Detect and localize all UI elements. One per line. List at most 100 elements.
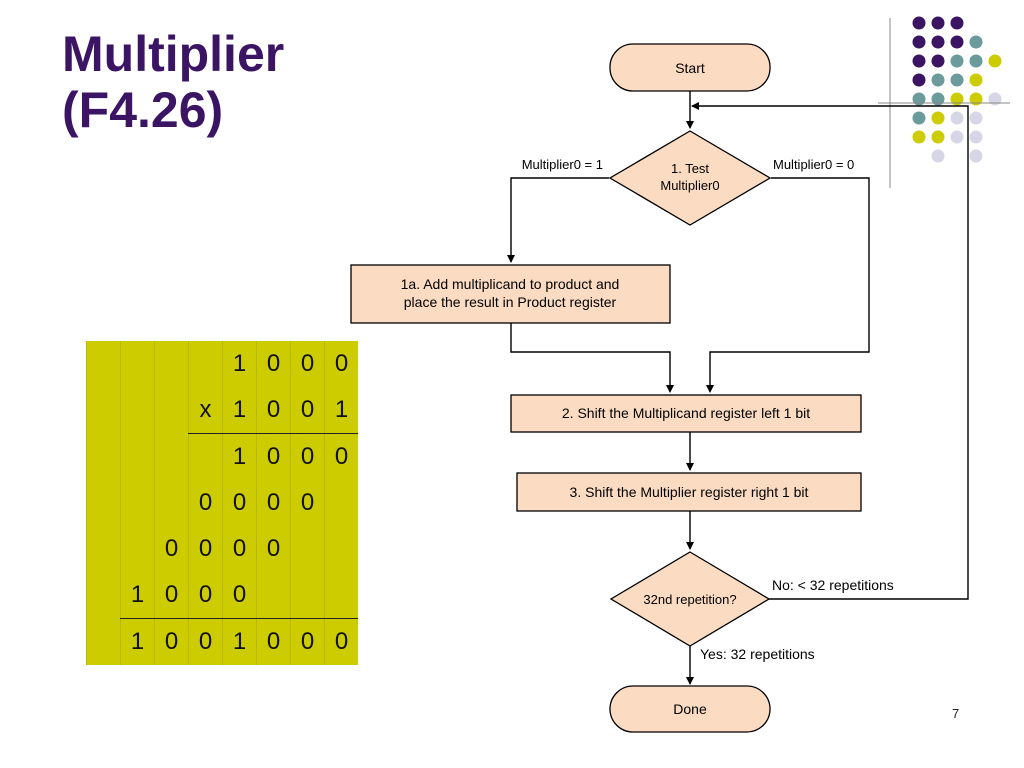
decorative-dot xyxy=(931,73,945,87)
decorative-dot-grid xyxy=(912,16,1002,163)
slide-title: Multiplier (F4.26) xyxy=(62,26,284,138)
multiplication-digit xyxy=(86,572,121,619)
step-2-label: 2. Shift the Multiplicand register left … xyxy=(562,405,810,421)
decorative-dot xyxy=(950,73,964,87)
multiplication-digit: 1 xyxy=(222,341,257,387)
decorative-dot xyxy=(988,54,1002,68)
decorative-dot xyxy=(912,92,926,106)
arrow-step1a-to-step2 xyxy=(510,323,674,393)
decorative-dot xyxy=(912,73,926,87)
branch-right-label: Multiplier0 = 0 xyxy=(773,157,854,172)
multiplication-digit: 0 xyxy=(290,618,325,665)
multiplication-digit: 1 xyxy=(120,618,155,665)
page-number: 7 xyxy=(952,706,960,721)
flowchart-connectors xyxy=(507,91,969,685)
multiplication-digit: 0 xyxy=(154,526,189,572)
multiplication-digit xyxy=(256,572,291,619)
multiplication-digit: 1 xyxy=(324,387,358,434)
multiplication-digit: 0 xyxy=(290,433,325,480)
decorative-dot xyxy=(969,73,983,87)
arrow-test-to-step1a xyxy=(507,177,609,263)
multiplication-digit xyxy=(86,526,121,572)
decorative-dot xyxy=(931,54,945,68)
multiplication-digit: 0 xyxy=(222,480,257,526)
decorative-dot xyxy=(912,54,926,68)
multiplication-digit: 0 xyxy=(290,387,325,434)
multiplication-digit: 0 xyxy=(188,618,223,665)
multiplication-digit xyxy=(324,526,358,572)
multiplication-digit xyxy=(324,480,358,526)
multiplication-digit: 1 xyxy=(120,572,155,619)
title-line-2: (F4.26) xyxy=(62,82,224,138)
decorative-dot xyxy=(912,16,926,30)
decorative-dot xyxy=(950,92,964,106)
decorative-dot xyxy=(931,92,945,106)
decorative-dot xyxy=(950,111,964,125)
multiplication-digit: 0 xyxy=(188,572,223,619)
title-line-1: Multiplier xyxy=(62,26,285,82)
multiplication-digit xyxy=(154,480,189,526)
test-label-line-1: 1. Test xyxy=(671,161,709,176)
multiplication-digit xyxy=(324,572,358,619)
multiplication-digit xyxy=(120,526,155,572)
decorative-dot xyxy=(912,130,926,144)
multiplication-digit: 0 xyxy=(290,341,325,387)
multiplication-digit xyxy=(290,572,325,619)
multiplication-digit: 0 xyxy=(324,433,358,480)
multiplication-digit xyxy=(188,341,223,387)
multiplication-digit xyxy=(120,387,155,434)
multiplication-digit xyxy=(86,618,121,665)
arrow-repeat-loop-back xyxy=(691,102,969,600)
decorative-dot xyxy=(931,130,945,144)
step-3-label: 3. Shift the Multiplier register right 1… xyxy=(570,484,809,500)
multiplication-digit xyxy=(120,433,155,480)
multiplication-digit: 0 xyxy=(154,618,189,665)
arrow-test-to-step2 xyxy=(706,177,870,393)
step-1a-line-2: place the result in Product register xyxy=(404,294,617,310)
test-decision xyxy=(608,130,772,226)
decorative-dot xyxy=(969,130,983,144)
multiplication-digit xyxy=(86,387,121,434)
multiplication-digit: 0 xyxy=(154,572,189,619)
multiplication-digit xyxy=(120,480,155,526)
multiplication-digit xyxy=(120,341,155,387)
no-branch-label: No: < 32 repetitions xyxy=(772,577,894,593)
decorative-dot xyxy=(950,130,964,144)
multiplication-digit xyxy=(86,480,121,526)
repetition-label: 32nd repetition? xyxy=(643,592,736,607)
decorative-dot xyxy=(931,149,945,163)
multiplication-digit: 1 xyxy=(222,433,257,480)
done-label: Done xyxy=(673,701,707,717)
multiplication-digit: 0 xyxy=(222,572,257,619)
start-label: Start xyxy=(675,60,705,76)
multiplication-digit xyxy=(86,341,121,387)
decorative-dot xyxy=(969,111,983,125)
multiplication-digit xyxy=(154,387,189,434)
decorative-dot xyxy=(912,35,926,49)
decorative-dot xyxy=(950,54,964,68)
multiplication-digit: 0 xyxy=(290,480,325,526)
step-2-box xyxy=(510,394,862,433)
multiplication-digit: 0 xyxy=(188,480,223,526)
step-3-box xyxy=(516,472,862,512)
decorative-dot xyxy=(969,92,983,106)
decorative-dot xyxy=(969,149,983,163)
decorative-dot xyxy=(931,111,945,125)
multiplication-digit: 0 xyxy=(256,480,291,526)
decorative-dot xyxy=(931,16,945,30)
done-terminal xyxy=(609,685,771,733)
multiplication-digit xyxy=(290,526,325,572)
branch-left-label: Multiplier0 = 1 xyxy=(522,157,603,172)
multiplication-digit: 0 xyxy=(188,526,223,572)
multiplication-digit: 0 xyxy=(256,433,291,480)
multiplication-digit: 0 xyxy=(324,618,358,665)
multiplication-digit xyxy=(86,433,121,480)
